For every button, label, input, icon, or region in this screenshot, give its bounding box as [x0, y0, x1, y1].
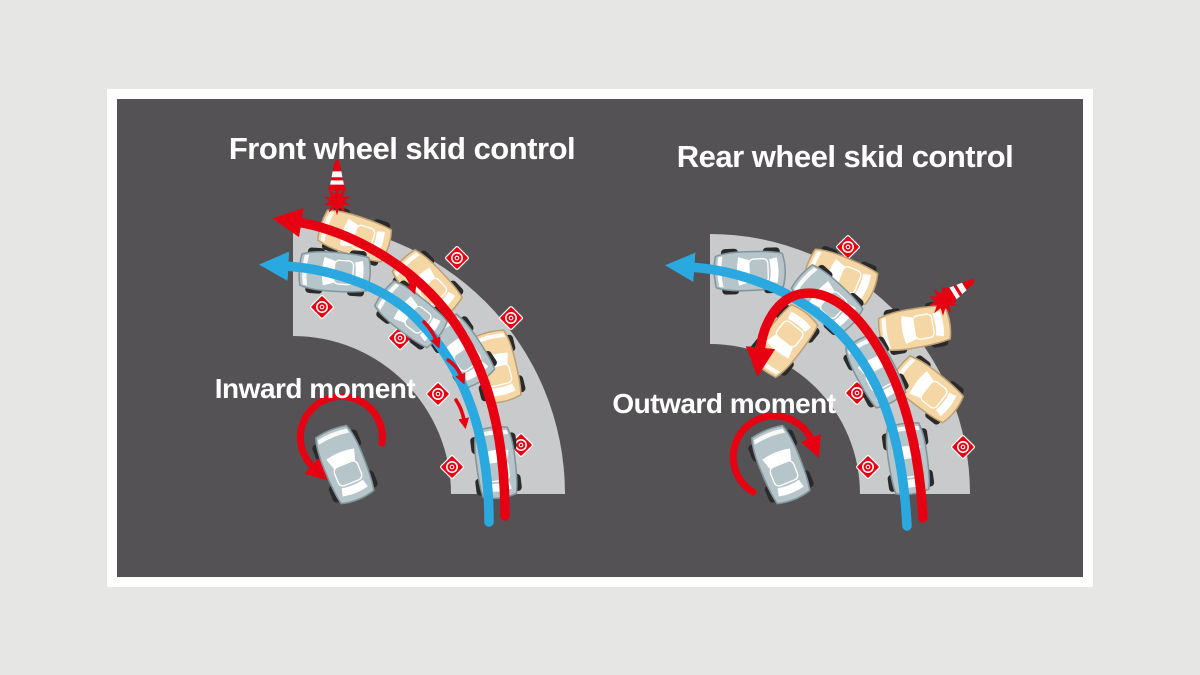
small-red-drift-arrow — [398, 266, 417, 295]
small-red-drift-arrow — [446, 358, 466, 385]
outward-moment-indicator — [729, 412, 821, 510]
blue-curved-arrow — [259, 251, 494, 527]
moment-label-outward: Outward moment — [612, 388, 835, 419]
panel-title-rear: Rear wheel skid control — [677, 139, 1014, 174]
moment-label-inward: Inward moment — [215, 373, 416, 404]
front-wheel-skid-panel: Front wheel skid control Inward moment — [215, 131, 576, 527]
rear-wheel-skid-panel: Rear wheel skid control Outward moment — [612, 139, 1014, 531]
panel-title-front: Front wheel skid control — [229, 131, 575, 166]
inward-moment-indicator — [296, 393, 386, 510]
drift-arrows — [398, 266, 470, 430]
red-curved-arrow — [745, 288, 928, 523]
blue-curved-arrow — [665, 252, 912, 531]
red-rotation-arrow — [296, 393, 386, 481]
red-rotation-arrow — [729, 412, 821, 496]
small-red-drift-arrow — [422, 320, 441, 349]
red-curved-arrow — [272, 208, 510, 521]
small-red-drift-arrow — [454, 398, 470, 430]
